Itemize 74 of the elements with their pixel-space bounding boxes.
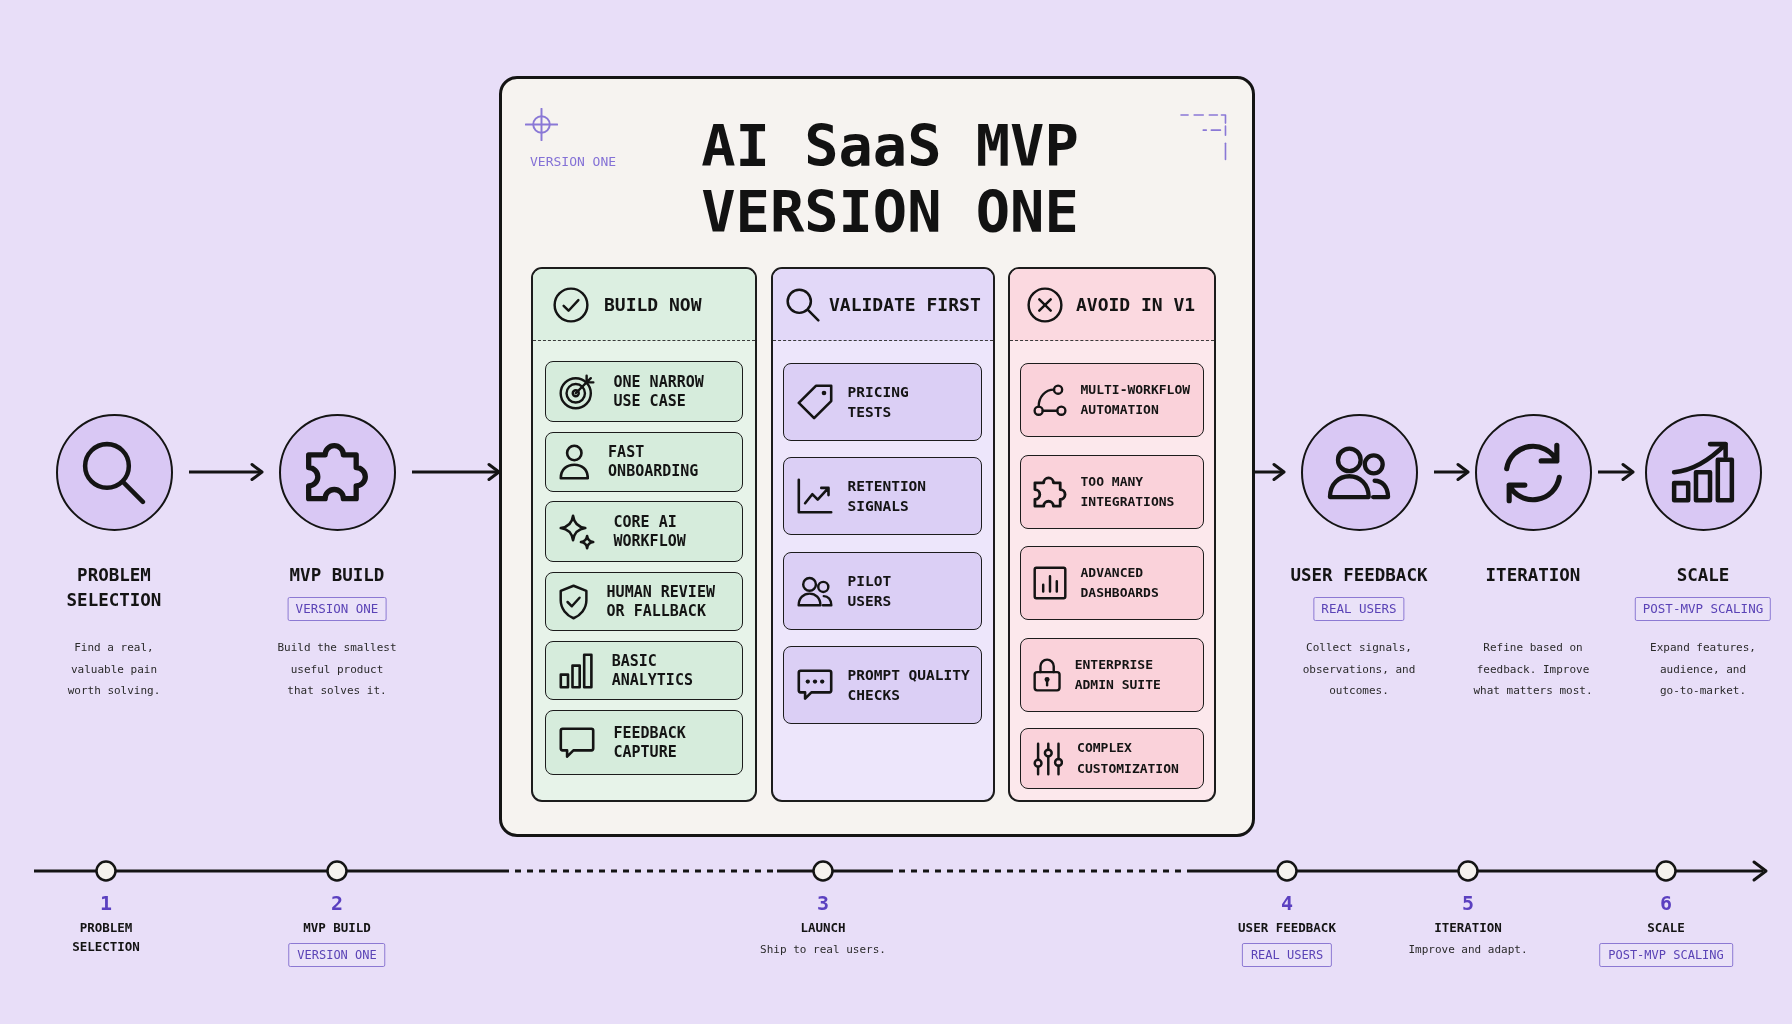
tag-badge: REAL USERS [1313,597,1405,621]
tag-badge: VERSION ONE [288,943,386,967]
feature-card [545,710,743,775]
step-title: MVP BUILD [289,564,385,587]
feature-card [783,646,982,724]
milestone-number: 3 [817,892,829,914]
version-label: VERSION ONE [530,154,617,170]
feature-card [783,363,982,441]
milestone-number: 6 [1660,892,1672,914]
step-description: Expand features, audience, and go-to-market. [1649,640,1757,699]
feature-label: MULTI-WORKFLOW AUTOMATION [1080,380,1192,419]
feature-label: PILOT USERS [847,571,893,611]
feature-label: ONE NARROW USE CASE [613,372,705,411]
feature-card [1020,638,1204,712]
feature-label: ENTERPRISE ADMIN SUITE [1074,655,1162,694]
feature-label: PROMPT QUALITY CHECKS [847,665,971,705]
column-title: BUILD NOW [604,293,702,316]
arrow [1255,463,1286,481]
feature-card [545,572,743,631]
feature-card [545,361,743,422]
feature-card [545,432,743,492]
step-title: PROBLEM SELECTION [65,564,163,612]
step-description: Refine based on feedback. Improve what matters most. [1472,640,1594,699]
milestone-number: 1 [100,892,112,914]
category-column [771,267,995,802]
feature-label: HUMAN REVIEW OR FALLBACK [606,582,716,621]
step-title: ITERATION [1485,564,1581,587]
milestone-title: SCALE [1647,918,1685,937]
tag-badge: VERSION ONE [287,597,387,621]
feature-card [545,641,743,700]
milestone-number: 4 [1281,892,1293,914]
panel-card [499,76,1255,837]
step-description: Collect signals, observations, and outcomes. [1301,640,1417,699]
feature-label: PRICING TESTS [847,382,910,422]
tag-badge: POST-MVP SCALING [1634,597,1772,621]
step-title: USER FEEDBACK [1290,564,1428,587]
column-title: AVOID IN V1 [1076,293,1196,316]
feature-card [783,457,982,535]
feature-card [1020,455,1204,529]
step-description: Find a real, valuable pain worth solving. [66,640,162,699]
tag-badge: REAL USERS [1241,943,1333,967]
feature-label: BASIC ANALYTICS [611,651,694,690]
milestone-number: 5 [1462,892,1474,914]
arrow [1598,463,1635,481]
milestone-description: Ship to real users. [760,942,886,958]
milestone-title: ITERATION [1434,918,1502,937]
feature-card [1020,728,1204,789]
feature-label: FEEDBACK CAPTURE [613,723,687,762]
milestone-title: USER FEEDBACK [1238,918,1336,937]
arrow [1434,463,1470,481]
arrow [412,463,501,481]
milestone-title: LAUNCH [800,918,846,937]
feature-card [1020,546,1204,620]
feature-card [783,552,982,630]
category-column [531,267,757,802]
milestone-title: PROBLEM SELECTION [71,918,141,956]
category-column [1008,267,1216,802]
feature-card [545,501,743,562]
feature-label: TOO MANY INTEGRATIONS [1080,472,1176,511]
feature-label: CORE AI WORKFLOW [613,512,687,551]
milestone-description: Improve and adapt. [1408,942,1528,958]
milestone-number: 2 [331,892,343,914]
step-title: SCALE [1676,564,1730,587]
milestone-title: MVP BUILD [303,918,371,937]
feature-label: FAST ONBOARDING [608,443,700,481]
feature-label: COMPLEX CUSTOMIZATION [1077,739,1180,778]
step-description: Build the smallest useful product that solves it. [276,640,398,699]
tag-badge: POST-MVP SCALING [1599,943,1733,967]
diagram-title: AI SaaS MVP VERSION ONE [700,113,1080,245]
arrow [189,463,264,481]
feature-label: RETENTION SIGNALS [847,476,928,516]
column-title: VALIDATE FIRST [829,293,981,316]
feature-label: ADVANCED DASHBOARDS [1080,563,1160,602]
feature-card [1020,363,1204,437]
